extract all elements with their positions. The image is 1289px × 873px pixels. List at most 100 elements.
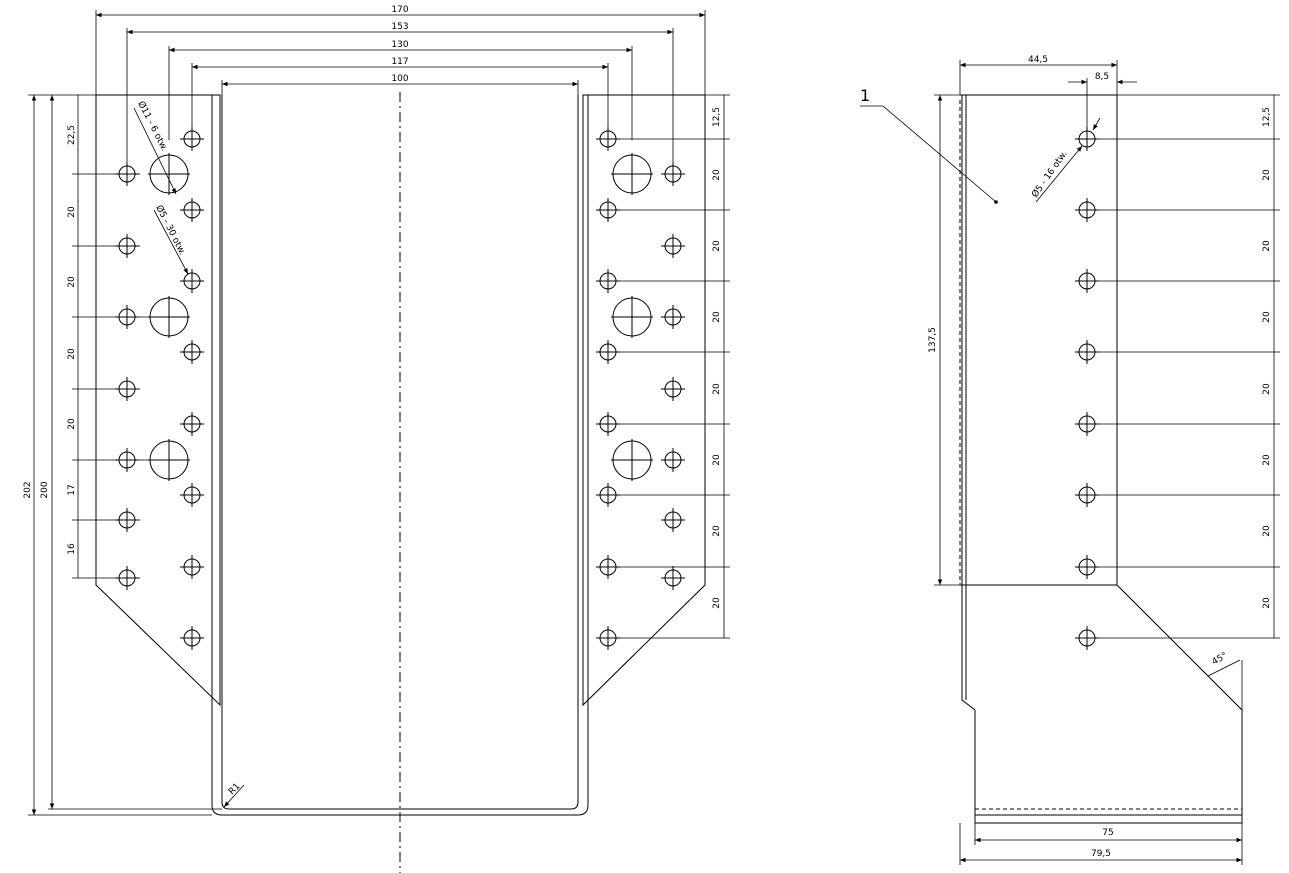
- left-dim-0: 22,5: [67, 125, 77, 145]
- small-hole: [1075, 269, 1099, 293]
- small-hole: [1075, 555, 1099, 579]
- side-dim-137-5: 137,5: [928, 327, 938, 353]
- large-hole: [148, 296, 190, 338]
- small-hole: [661, 377, 685, 401]
- small-hole: [115, 377, 139, 401]
- left-flange-holes: [115, 127, 204, 650]
- right-dim-0: 12,5: [712, 107, 722, 127]
- side-right-dim-4: 20: [1262, 383, 1272, 395]
- large-hole: [611, 439, 653, 481]
- side-right-dim-3: 20: [1262, 311, 1272, 323]
- small-hole: [180, 626, 204, 650]
- side-right-dim-6: 20: [1262, 525, 1272, 537]
- small-hole: [596, 412, 620, 436]
- dim-153: 153: [391, 22, 408, 32]
- left-dim-1: 20: [67, 206, 77, 218]
- small-hole: [180, 483, 204, 507]
- right-dim-2: 20: [712, 240, 722, 252]
- small-hole: [180, 269, 204, 293]
- left-flange-outline: [95, 94, 221, 707]
- dim-100: 100: [391, 74, 408, 84]
- small-hole: [115, 448, 139, 472]
- side-hole-note: Ø5 - 16 otw.: [1029, 149, 1069, 200]
- small-hole: [1075, 198, 1099, 222]
- small-hole: [596, 555, 620, 579]
- dim-202: 202: [23, 481, 33, 498]
- small-hole: [661, 162, 685, 186]
- small-hole: [596, 198, 620, 222]
- small-hole: [1075, 626, 1099, 650]
- small-hole: [115, 566, 139, 590]
- right-dim-4: 20: [712, 383, 722, 395]
- side-right-dim-1: 20: [1262, 169, 1272, 181]
- side-dim-44-5: 44,5: [1028, 55, 1048, 65]
- small-hole: [1075, 127, 1099, 151]
- right-flange-outline: [582, 94, 706, 707]
- dim-117: 117: [391, 57, 408, 67]
- radius-note: R1: [227, 782, 243, 798]
- large-hole-note: Ø11 - 6 otw.: [135, 99, 170, 153]
- side-right-dim-5: 20: [1262, 454, 1272, 466]
- dim-130: 130: [391, 40, 408, 50]
- small-hole: [115, 305, 139, 329]
- side-dim-8-5: 8,5: [1095, 72, 1109, 82]
- side-right-chain-dimensions: 12,5 20 20 20 20 20 20 20: [1099, 94, 1280, 639]
- small-hole: [180, 127, 204, 151]
- side-right-dim-7: 20: [1262, 597, 1272, 609]
- small-hole: [115, 162, 139, 186]
- small-hole: [1075, 340, 1099, 364]
- side-dim-75: 75: [1102, 828, 1113, 838]
- large-hole: [611, 153, 653, 195]
- dim-200: 200: [40, 481, 50, 498]
- small-hole: [115, 508, 139, 532]
- large-hole: [611, 296, 653, 338]
- small-hole: [661, 566, 685, 590]
- small-hole: [596, 127, 620, 151]
- side-holes: [1075, 127, 1099, 650]
- small-hole-note: Ø5 - 30 otw.: [153, 203, 188, 257]
- small-hole: [596, 269, 620, 293]
- right-dim-1: 20: [712, 169, 722, 181]
- front-view: 170 153 130 117 100 202: [23, 5, 730, 873]
- hole-notes: Ø11 - 6 otw. Ø5 - 30 otw. R1: [133, 99, 245, 808]
- dim-170: 170: [391, 5, 408, 15]
- angle-note: 45°: [1211, 651, 1230, 668]
- right-dim-5: 20: [712, 454, 722, 466]
- right-dim-3: 20: [712, 311, 722, 323]
- small-hole: [115, 234, 139, 258]
- small-hole: [180, 198, 204, 222]
- small-hole: [1075, 412, 1099, 436]
- right-dim-6: 20: [712, 525, 722, 537]
- right-flange-holes: [596, 127, 685, 650]
- small-hole: [596, 340, 620, 364]
- small-hole: [661, 234, 685, 258]
- side-right-dim-2: 20: [1262, 240, 1272, 252]
- large-hole: [148, 439, 190, 481]
- side-plate-outline: [960, 94, 1243, 824]
- left-dim-5: 17: [67, 484, 77, 495]
- height-dimensions: 202 200: [23, 94, 222, 816]
- left-dim-6: 16: [67, 543, 77, 555]
- left-dim-3: 20: [67, 348, 77, 360]
- channel-inner: [221, 95, 579, 810]
- side-right-dim-0: 12,5: [1262, 107, 1272, 127]
- small-hole: [661, 305, 685, 329]
- small-hole: [596, 483, 620, 507]
- small-hole: [661, 448, 685, 472]
- part-number: 1: [860, 86, 870, 105]
- side-dim-79-5: 79,5: [1091, 849, 1111, 859]
- top-dimensions: 170 153 130 117 100: [95, 5, 706, 170]
- right-chain-dimensions: 12,5 20 20 20 20 20 20 20: [610, 94, 730, 639]
- small-hole: [180, 555, 204, 579]
- small-hole: [1075, 483, 1099, 507]
- small-hole: [180, 412, 204, 436]
- left-dim-2: 20: [67, 276, 77, 288]
- left-dim-4: 20: [67, 418, 77, 430]
- large-hole: [148, 153, 190, 195]
- small-hole: [661, 508, 685, 532]
- left-chain-dimensions: 22,5 20 20 20 20 17 16: [67, 95, 190, 579]
- side-view: 1 44,5 8,5 137,5 12,5 2: [860, 55, 1280, 865]
- right-dim-7: 20: [712, 597, 722, 609]
- small-hole: [596, 626, 620, 650]
